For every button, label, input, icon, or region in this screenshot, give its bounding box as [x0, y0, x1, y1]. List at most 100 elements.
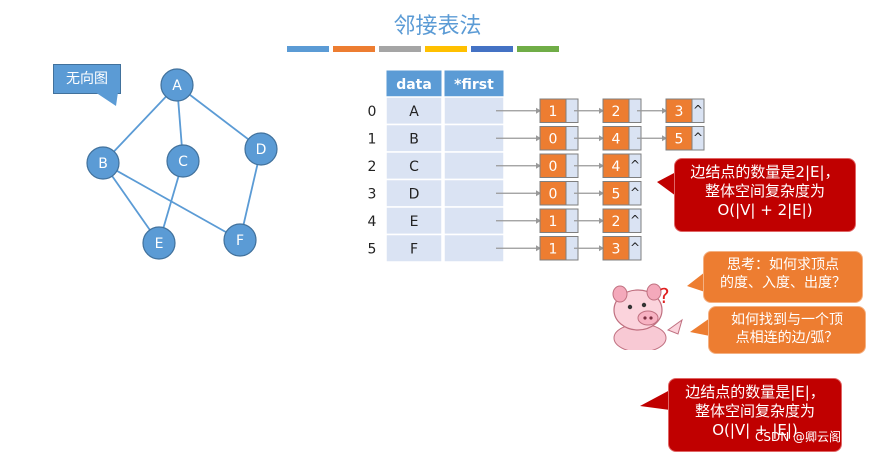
graph-vertex-label: B [98, 156, 108, 172]
next-arrowhead [599, 135, 604, 142]
row-index: 3 [368, 186, 377, 202]
watermark: CSDN @卿云阁 [755, 430, 842, 444]
title-bar-segment [333, 46, 375, 52]
edge-node-next [691, 126, 705, 151]
pointer-arrowhead [536, 190, 541, 197]
row-index: 2 [368, 159, 377, 175]
table-data-cell [385, 96, 443, 126]
table-first-cell [443, 178, 505, 208]
find-edges-callout: 如何找到与一个顶 点相连的边/弧？ [708, 306, 866, 354]
page-title: 邻接表法 [393, 14, 482, 39]
title-color-bar [287, 46, 559, 52]
vertex-data-label: C [409, 159, 419, 175]
edge-node-label: 5 [612, 186, 621, 202]
next-arrowhead [662, 135, 667, 142]
row-index: 4 [368, 214, 377, 230]
next-arrowhead [599, 190, 604, 197]
edge-node-next [628, 208, 642, 233]
pointer-arrowhead [536, 245, 541, 252]
row-index: 5 [368, 241, 377, 257]
vertex-data-label: A [409, 104, 419, 120]
edge-node-next [628, 181, 642, 206]
table-header-label: *first [454, 77, 494, 93]
think-degree-callout: 思考：如何求顶点 的度、入度、出度？ [703, 251, 863, 303]
callout2-line-2: 整体空间复杂度为 [694, 402, 815, 420]
edge-node-label: 0 [549, 131, 558, 147]
graph-vertex [142, 226, 176, 260]
pointer-arrowhead [536, 107, 541, 114]
title-bar-segment [517, 46, 559, 52]
graph-type-label: 无向图 [53, 64, 121, 94]
table-header-label: data [396, 77, 432, 93]
edge-node-label: 1 [549, 104, 558, 120]
null-pointer-mark: ^ [630, 240, 640, 254]
edge-node-label: 4 [612, 131, 621, 147]
find-line-2: 点相连的边/弧？ [735, 330, 839, 346]
think-line-1: 思考：如何求顶点 [727, 257, 839, 273]
graph-vertex [244, 132, 278, 166]
graph-vertex-label: D [256, 142, 267, 158]
null-pointer-mark: ^ [630, 185, 640, 199]
graph-type-text: 无向图 [66, 71, 108, 87]
edge-node-label: 3 [612, 241, 621, 257]
edge-node-label: 0 [549, 159, 558, 175]
pointer-arrowhead [536, 135, 541, 142]
graph-vertex-label: F [236, 233, 244, 249]
callout2-line-1: 边结点的数量是|E|， [685, 383, 825, 401]
pig-icon [612, 283, 683, 350]
edge-node-label: 0 [549, 186, 558, 202]
table-header-cell [385, 69, 443, 98]
next-arrowhead [599, 107, 604, 114]
graph-edge [176, 84, 262, 150]
title-bar-segment [287, 46, 329, 52]
next-arrowhead [599, 245, 604, 252]
callout-line-2: 整体空间复杂度为 [704, 182, 825, 200]
edge-node-label: 2 [612, 214, 621, 230]
edge-node-next [628, 153, 642, 178]
graph-vertex [223, 223, 257, 257]
pointer-arrowhead [536, 217, 541, 224]
edge-node-label: 4 [612, 159, 621, 175]
row-index: 0 [368, 104, 377, 120]
undirected-space-callout: 边结点的数量是2|E|， 整体空间复杂度为 O(|V| + 2|E|) [674, 158, 856, 232]
next-arrowhead [599, 162, 604, 169]
think-line-2: 的度、入度、出度？ [720, 275, 846, 291]
graph-vertex [160, 68, 194, 102]
next-arrowhead [662, 107, 667, 114]
vertex-data-label: D [409, 186, 420, 202]
edge-node-label: 1 [549, 241, 558, 257]
row-index: 1 [368, 131, 377, 147]
callout2-line-3: O(|V| + |E|) [712, 421, 798, 439]
next-arrowhead [599, 217, 604, 224]
callout-line-1: 边结点的数量是2|E|， [690, 163, 840, 181]
directed-space-callout: 边结点的数量是|E|， 整体空间复杂度为 O(|V| + |E|) [668, 378, 842, 452]
null-pointer-mark: ^ [630, 158, 640, 172]
edge-node-label: 2 [612, 104, 621, 120]
edge-node-next [628, 236, 642, 261]
question-mark: ? [659, 284, 670, 308]
edge-node-next [691, 98, 705, 123]
graph-vertex [86, 146, 120, 180]
table-data-cell [385, 233, 443, 263]
edge-node-label: 5 [675, 131, 684, 147]
graph-vertex-label: C [178, 154, 188, 170]
vertex-data-label: B [409, 131, 419, 147]
title-bar-segment [379, 46, 421, 52]
vertex-data-label: F [410, 241, 418, 257]
table-header-cell [443, 69, 505, 98]
graph-vertex-label: E [155, 236, 164, 252]
edge-node-label: 3 [675, 104, 684, 120]
table-first-cell [443, 233, 505, 263]
table-data-cell [385, 151, 443, 181]
null-pointer-mark: ^ [693, 103, 703, 117]
find-line-1: 如何找到与一个顶 [731, 312, 843, 328]
null-pointer-mark: ^ [693, 130, 703, 144]
graph-vertex [166, 144, 200, 178]
graph-edge [102, 84, 178, 164]
